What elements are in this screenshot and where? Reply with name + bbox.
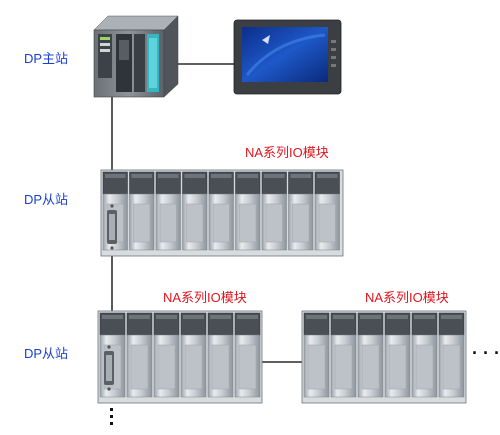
io-module: [330, 312, 357, 398]
io-module: [153, 312, 180, 398]
bus-lines: [111, 63, 305, 363]
io-module: [411, 312, 438, 398]
io-module: [314, 171, 340, 251]
profibus-connector: [107, 204, 117, 250]
master-label: DP主站: [24, 51, 68, 66]
io-module: [384, 312, 411, 398]
horizontal-continuation-dots: · · · ·: [472, 343, 500, 363]
io-module: [438, 312, 465, 398]
io-module: [235, 171, 261, 251]
hmi-touch-panel: [233, 19, 342, 95]
slave1-label: DP从站: [24, 192, 68, 207]
io-module: [207, 312, 234, 398]
slave2-extension-rack: [301, 310, 467, 404]
io-module: [208, 171, 234, 251]
io-module: [129, 171, 155, 251]
vertical-continuation-dots: [110, 408, 113, 425]
io-module: [180, 312, 207, 398]
slave2-module-label-left: NA系列IO模块: [163, 290, 247, 305]
io-module: [234, 312, 261, 398]
slave2-module-label-right: NA系列IO模块: [365, 290, 449, 305]
slave1-io-rack: [100, 169, 344, 257]
io-module: [261, 171, 287, 251]
io-module: [126, 312, 153, 398]
io-module: [288, 171, 314, 251]
slave2-io-rack: [97, 310, 263, 404]
slave1-module-label: NA系列IO模块: [245, 145, 329, 160]
slave2-label: DP从站: [24, 346, 68, 361]
io-module: [357, 312, 384, 398]
plc-master-station: [93, 15, 179, 98]
profibus-connector: [104, 345, 114, 391]
io-module: [182, 171, 208, 251]
io-module: [303, 312, 330, 398]
io-module: [155, 171, 181, 251]
